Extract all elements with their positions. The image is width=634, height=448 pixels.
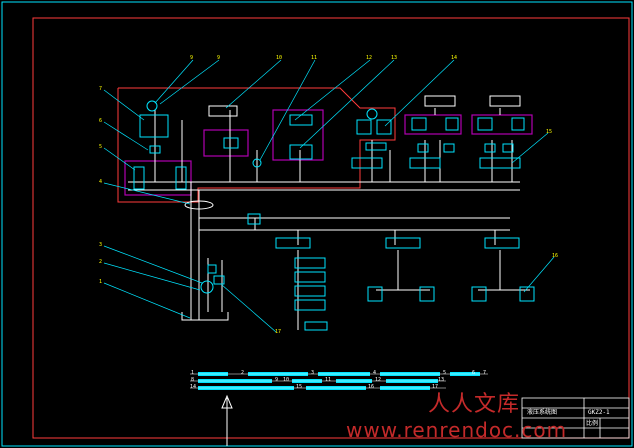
callout-9: 9: [190, 55, 194, 61]
parts-row1-n7: 7: [483, 370, 487, 376]
callout-9b: 9: [217, 55, 221, 61]
title-block: [521, 397, 630, 439]
parts-row3-n16: 16: [368, 384, 375, 390]
title-block-drawing-number: GKZ2-1: [588, 409, 610, 416]
callout-5: 5: [99, 144, 103, 150]
title-block-scale: 比例: [586, 420, 599, 427]
callout-17: 17: [275, 329, 282, 335]
callout-3: 3: [99, 242, 103, 248]
title-block-drawing-name: 液压系统图: [527, 409, 558, 416]
leader-lines: [103, 59, 555, 333]
parts-row1-n2: 2: [241, 370, 245, 376]
parts-row2-n12: 12: [375, 377, 382, 383]
north-arrow: [221, 394, 233, 446]
callout-1: 1: [99, 279, 103, 285]
parts-row1-n5: 5: [443, 370, 447, 376]
parts-row2-n11: 11: [325, 377, 332, 383]
subassembly-boxes: [124, 109, 533, 196]
callout-6: 6: [99, 118, 103, 124]
parts-row1-n4: 4: [373, 370, 377, 376]
parts-row1-n1: 1: [191, 370, 195, 376]
callout-12: 12: [366, 55, 373, 61]
parts-row2-n8: 8: [191, 377, 195, 383]
components: [133, 95, 535, 331]
callout-15: 15: [546, 129, 553, 135]
parts-row3-n14: 14: [190, 384, 197, 390]
callout-11: 11: [311, 55, 318, 61]
parts-row1-n3: 3: [311, 370, 315, 376]
parts-row3-n17: 17: [432, 384, 439, 390]
callout-2: 2: [99, 259, 103, 265]
callout-16: 16: [552, 253, 559, 259]
parts-row1-n6: 6: [472, 370, 476, 376]
callout-4: 4: [99, 179, 103, 185]
parts-row2-n10: 10: [283, 377, 290, 383]
parts-list-lines: [190, 373, 488, 389]
pipeline-network: [128, 108, 530, 330]
callout-14: 14: [451, 55, 458, 61]
parts-row3-n15: 15: [296, 384, 303, 390]
watermark-url: www.renrendoc.com: [346, 418, 568, 442]
parts-row2-n13: 13: [438, 377, 445, 383]
callout-10: 10: [276, 55, 283, 61]
inner-border: [32, 17, 630, 439]
parts-row2-n9: 9: [275, 377, 279, 383]
callout-7: 7: [99, 86, 103, 92]
pump-station-boundary: [117, 87, 396, 203]
callout-13: 13: [391, 55, 398, 61]
watermark-brand: 人人文库: [428, 392, 521, 417]
